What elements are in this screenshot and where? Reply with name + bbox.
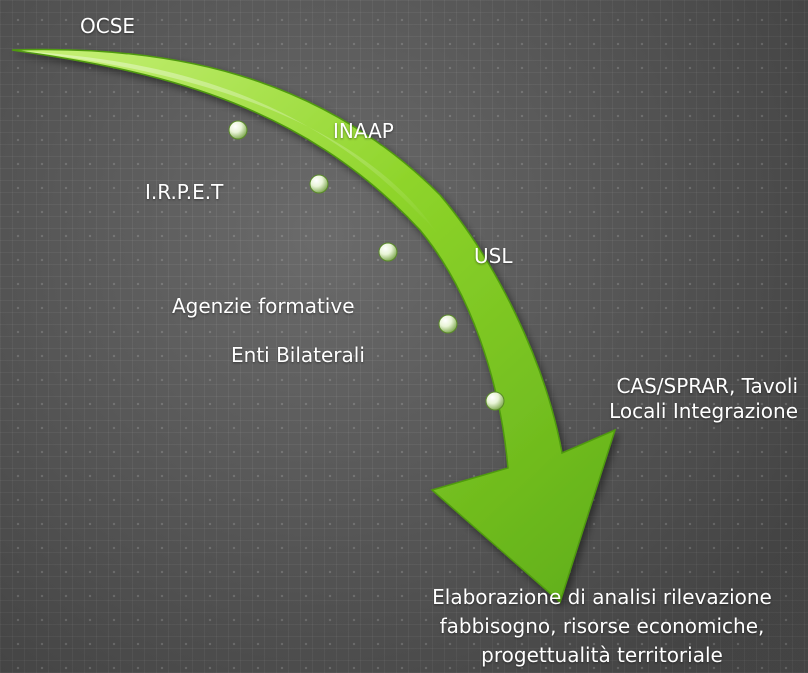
- bead-1: [228, 120, 248, 140]
- label-cas-line-1: CAS/SPRAR, Tavoli: [616, 374, 798, 398]
- label-inaap: INAAP: [333, 119, 394, 143]
- label-elab-line-2: fabbisogno, risorse economiche,: [439, 614, 765, 638]
- bead-2: [309, 174, 329, 194]
- label-usl: USL: [474, 244, 513, 268]
- label-elaborazione: Elaborazione di analisi rilevazione fabb…: [398, 583, 806, 670]
- label-agenzie-formative: Agenzie formative: [172, 294, 355, 318]
- label-irpet: I.R.P.E.T: [145, 180, 224, 204]
- bead-5: [485, 391, 505, 411]
- label-ocse: OCSE: [80, 14, 136, 38]
- arrow-shape: [11, 48, 617, 604]
- label-cas-line-2: Locali Integrazione: [609, 399, 798, 423]
- label-enti-bilaterali: Enti Bilaterali: [231, 343, 365, 367]
- label-elab-line-3: progettualità territoriale: [481, 643, 723, 667]
- label-cas-sprar: CAS/SPRAR, Tavoli Locali Integrazione: [580, 374, 798, 424]
- bead-3: [378, 242, 398, 262]
- arrow-beads: [228, 120, 505, 411]
- label-elab-line-1: Elaborazione di analisi rilevazione: [432, 585, 772, 609]
- bead-4: [438, 314, 458, 334]
